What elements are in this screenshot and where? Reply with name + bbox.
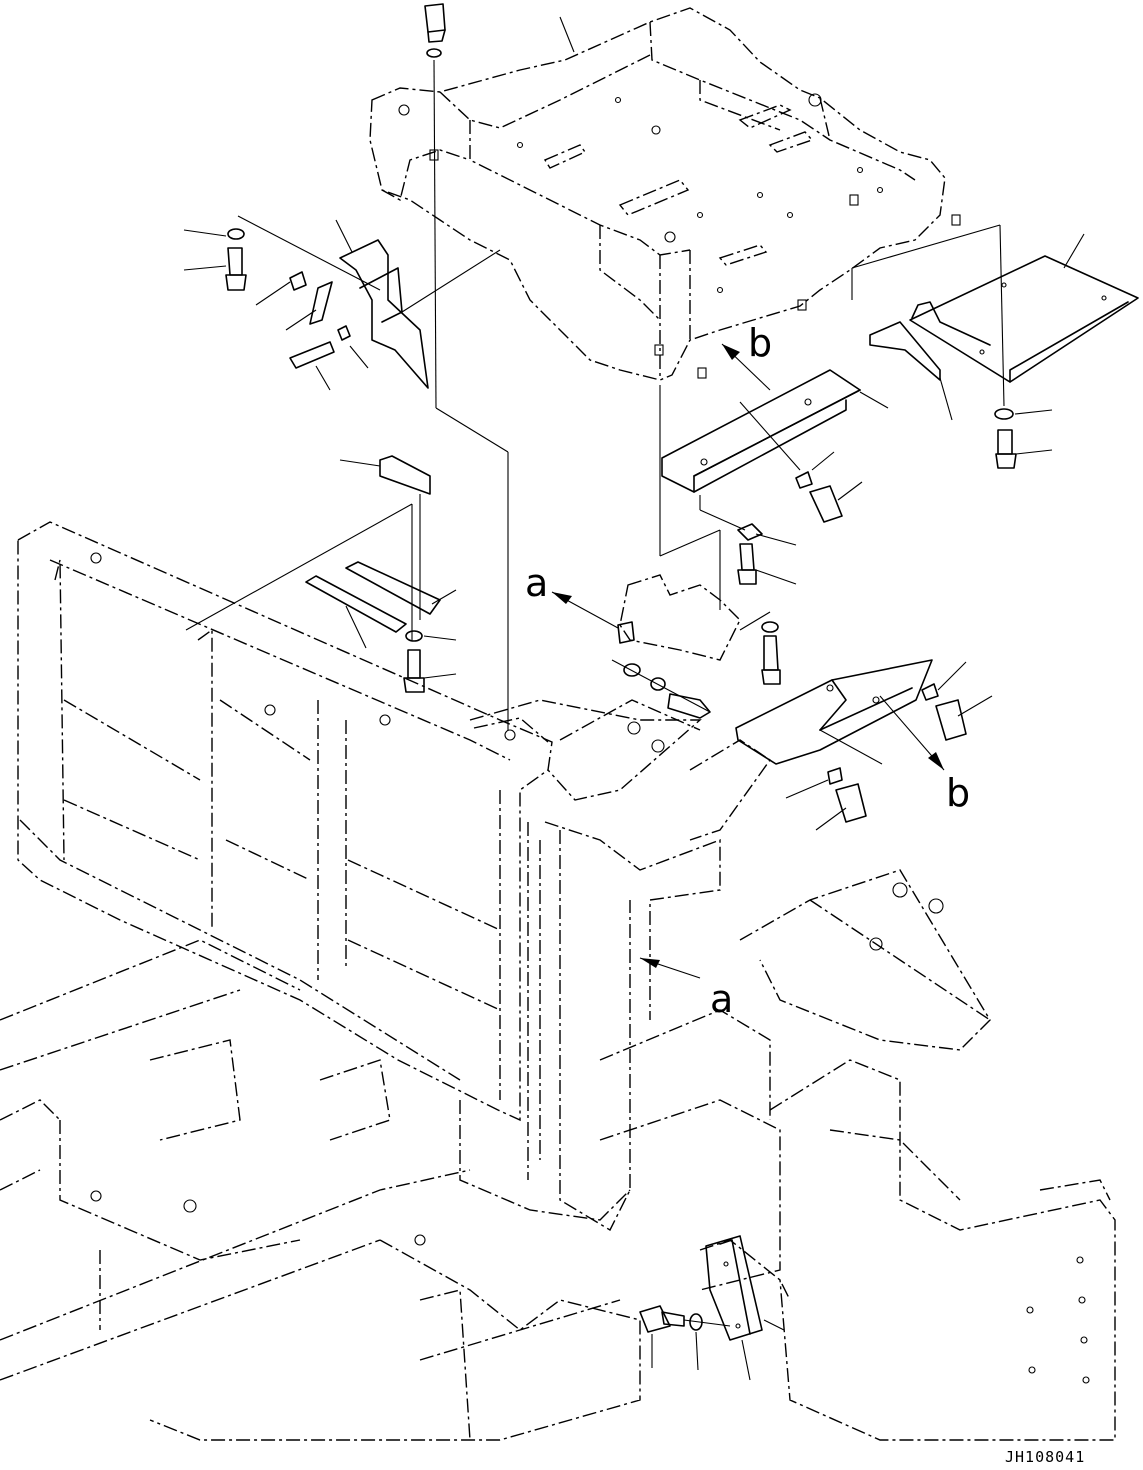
main-frame-assembly: a xyxy=(0,407,1116,1441)
callout-a-lower: a xyxy=(710,977,733,1021)
left-bracket-group xyxy=(183,215,501,391)
top-bolt-group xyxy=(424,3,575,409)
floor-frame-assembly xyxy=(369,7,961,381)
lower-bracket-group: a b xyxy=(525,561,993,831)
callout-b-upper: b xyxy=(748,321,772,365)
lower-guard-group xyxy=(639,1235,785,1381)
drawing-number: JH108041 xyxy=(1005,1448,1085,1466)
right-cover-group xyxy=(851,224,1139,469)
center-plate-group: b xyxy=(659,321,889,610)
spacer-bars-group xyxy=(185,455,457,693)
callout-a-upper: a xyxy=(525,561,548,605)
callout-b-lower: b xyxy=(946,771,970,815)
